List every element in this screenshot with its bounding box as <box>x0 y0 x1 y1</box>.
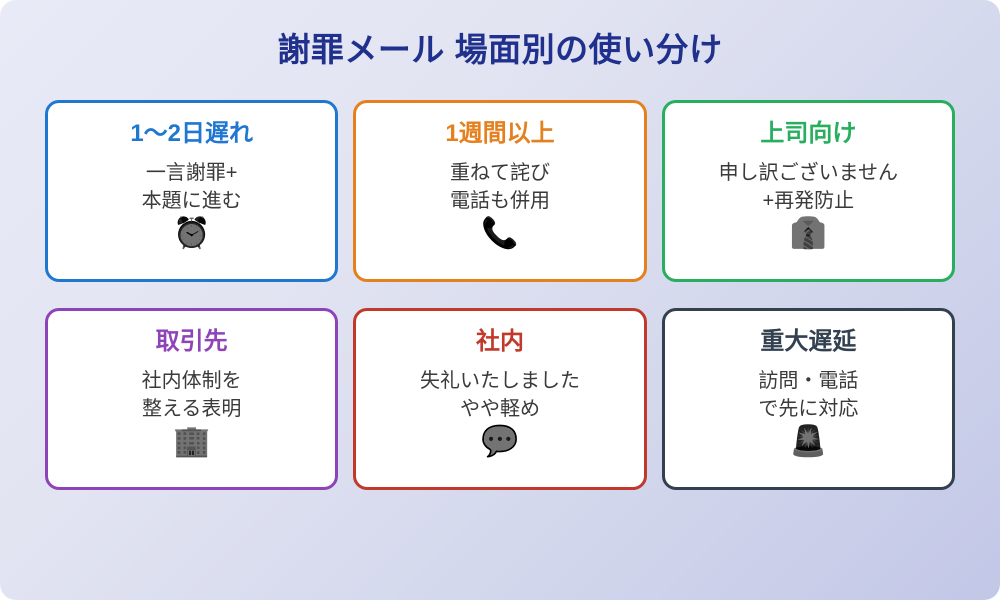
card-body: 訪問・電話 で先に対応 <box>758 368 858 423</box>
card-body-line-2: +再発防止 <box>762 189 855 212</box>
speech-balloon-icon: 💬 <box>481 425 519 459</box>
card-title: 1週間以上 <box>445 119 555 147</box>
page-title: 謝罪メール 場面別の使い分け <box>277 31 723 68</box>
card-body: 重ねて詫び 電話も併用 <box>450 160 550 215</box>
alarm-clock-icon: ⏰ <box>172 217 211 251</box>
card-title: 1〜2日遅れ <box>130 119 254 147</box>
card-body-line-1: 一言謝罪+ <box>145 162 238 185</box>
card-body-line-2: 本題に進む <box>141 189 242 212</box>
card-body: 失礼いたしました やや軽め <box>420 368 580 423</box>
necktie-icon: 👔 <box>789 217 827 251</box>
card-grid: 1〜2日遅れ 一言謝罪+ 本題に進む ⏰ 1週間以上 重ねて詫び 電話も併用 📞… <box>45 99 955 490</box>
card-title: 上司向け <box>760 119 857 147</box>
card-title: 社内 <box>475 327 524 355</box>
card-body-line-2: で先に対応 <box>758 397 859 420</box>
card-body-line-1: 申し訳ございません <box>718 162 899 185</box>
card-body-line-2: 整える表明 <box>141 397 242 420</box>
card-body-line-2: 電話も併用 <box>449 189 550 212</box>
card-one-week-plus[interactable]: 1週間以上 重ねて詫び 電話も併用 📞 <box>353 99 647 282</box>
card-body-line-2: やや軽め <box>459 397 540 420</box>
card-body-line-1: 失礼いたしました <box>419 370 580 393</box>
card-body: 一言謝罪+ 本題に進む <box>142 160 242 215</box>
police-car-light-icon: 🚨 <box>789 425 827 459</box>
card-body: 申し訳ございません +再発防止 <box>719 160 898 215</box>
card-internal[interactable]: 社内 失礼いたしました やや軽め 💬 <box>353 307 647 490</box>
card-body-line-1: 訪問・電話 <box>758 370 859 393</box>
office-building-icon: 🏢 <box>172 425 211 459</box>
card-major-delay[interactable]: 重大遅延 訪問・電話 で先に対応 🚨 <box>661 307 955 490</box>
card-body-line-1: 社内体制を <box>141 370 242 393</box>
card-client[interactable]: 取引先 社内体制を 整える表明 🏢 <box>45 307 339 490</box>
card-1-2-day-delay[interactable]: 1〜2日遅れ 一言謝罪+ 本題に進む ⏰ <box>45 99 339 282</box>
card-title: 取引先 <box>155 327 228 355</box>
card-for-superior[interactable]: 上司向け 申し訳ございません +再発防止 👔 <box>661 99 955 282</box>
telephone-receiver-icon: 📞 <box>481 217 519 251</box>
card-body-line-1: 重ねて詫び <box>449 162 550 185</box>
card-body: 社内体制を 整える表明 <box>142 368 242 423</box>
card-title: 重大遅延 <box>760 327 857 355</box>
